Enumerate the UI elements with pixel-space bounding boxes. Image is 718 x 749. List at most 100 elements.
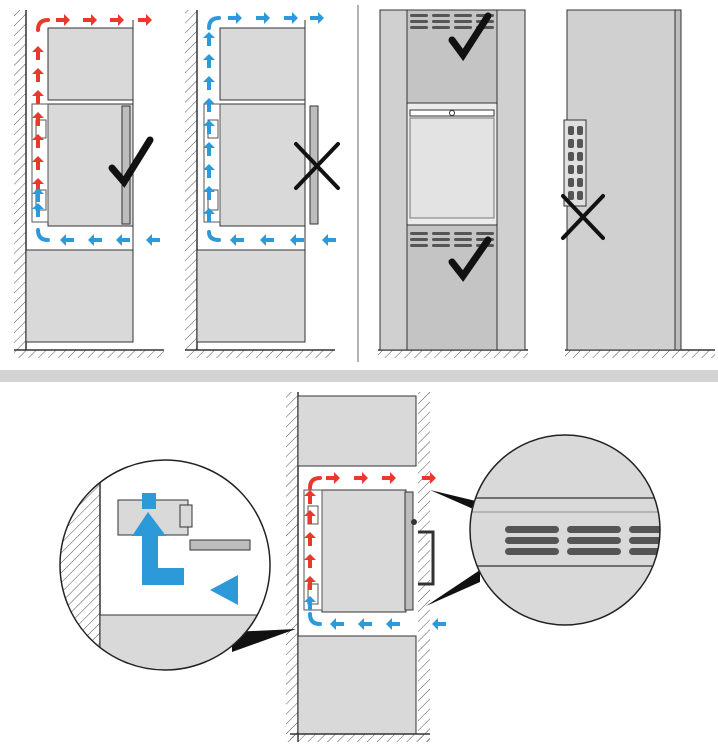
vent-slot [577, 126, 583, 135]
upper-cabinet [297, 395, 417, 467]
airflow-arrow-icon [304, 490, 316, 504]
airflow-corner [207, 16, 221, 30]
cool-air-arrow [132, 512, 184, 585]
vent-slot [410, 20, 428, 23]
airflow-arrow-icon [304, 532, 316, 546]
vent-slot [454, 20, 472, 23]
airflow-arrow-icon [203, 54, 215, 68]
airflow-arrow-icon [228, 12, 242, 24]
airflow-arrow-icon [88, 234, 102, 246]
airflow-arrow-icon [358, 618, 372, 630]
wall-hatch [286, 392, 298, 742]
vent-slot [410, 14, 428, 17]
panel-side-vents-incorrect [561, 9, 715, 358]
wall-hatch [14, 10, 26, 350]
cross-icon [561, 194, 605, 240]
vent-slot [568, 152, 574, 161]
vent-slot [505, 526, 559, 533]
airflow-arrow-icon [203, 76, 215, 90]
vent-slot [577, 178, 583, 187]
airflow-arrow-icon [32, 46, 44, 60]
vent-slot [432, 238, 450, 241]
airflow-arrow-icon [386, 618, 400, 630]
vent-slot [568, 126, 574, 135]
vent-slot [567, 537, 621, 544]
airflow-arrow-icon [203, 120, 215, 134]
airflow-arrow-icon [32, 90, 44, 104]
hot-air-path [304, 472, 436, 590]
side-vent-grille [563, 119, 587, 207]
appliance-rear-frame [303, 489, 323, 611]
vent-slot [629, 548, 660, 555]
magnifier-detail-icon [59, 459, 296, 671]
panel-front-vents-correct [378, 9, 528, 358]
vent-slot [577, 139, 583, 148]
airflow-arrow-icon [110, 14, 124, 26]
airflow-arrow-icon [230, 234, 244, 246]
airflow-corner [36, 228, 50, 242]
cool-air-path [32, 188, 160, 246]
appliance-body [219, 103, 306, 227]
vent-slot [629, 526, 660, 533]
airflow-corner [308, 476, 322, 490]
airflow-arrow-icon [284, 12, 298, 24]
airflow-arrow-icon [354, 472, 368, 484]
floor-hatch [185, 350, 335, 358]
airflow-arrow-icon [32, 188, 44, 202]
vent-slot [432, 20, 450, 23]
check-icon [448, 236, 492, 282]
vent-slot [454, 238, 472, 241]
vent-slot [432, 14, 450, 17]
appliance-body [321, 489, 407, 613]
airflow-arrow-icon [203, 186, 215, 200]
upper-cabinet [47, 27, 134, 101]
check-icon [108, 136, 154, 188]
airflow-arrow-icon [32, 112, 44, 126]
wall-hatch [185, 10, 197, 350]
vent-slots [505, 526, 660, 555]
cool-air-inlet-arrow [210, 575, 238, 605]
airflow-arrow-icon [304, 554, 316, 568]
airflow-arrow-icon [83, 14, 97, 26]
vent-slot [454, 14, 472, 17]
airflow-arrow-icon [203, 98, 215, 112]
vent-slot [454, 232, 472, 235]
airflow-arrow-icon [138, 14, 152, 26]
airflow-arrow-icon [32, 134, 44, 148]
section-band [0, 370, 718, 382]
airflow-arrow-icon [256, 12, 270, 24]
vent-slot [432, 232, 450, 235]
vent-slot [454, 26, 472, 29]
airflow-arrow-icon [422, 472, 436, 484]
airflow-corner [308, 612, 322, 626]
airflow-arrow-icon [116, 234, 130, 246]
floor-hatch [378, 350, 528, 358]
detail-installation [286, 392, 446, 742]
appliance-rear-frame [203, 103, 221, 223]
airflow-arrow-icon [304, 576, 316, 590]
vent-slot [410, 244, 428, 247]
floor-hatch [290, 734, 430, 742]
appliance-door [121, 105, 131, 225]
appliance-handle [418, 530, 435, 586]
vent-slot [577, 165, 583, 174]
airflow-arrow-icon [310, 12, 324, 24]
vent-slot [505, 537, 559, 544]
wall-hatch-right [418, 392, 430, 742]
airflow-arrow-icon [56, 14, 70, 26]
airflow-arrow-icon [32, 68, 44, 82]
floor-hatch [14, 350, 164, 358]
airflow-arrow-icon [60, 234, 74, 246]
airflow-arrow-icon [304, 510, 316, 524]
airflow-arrow-icon [203, 208, 215, 222]
airflow-arrow-icon [304, 596, 316, 610]
vent-slot [432, 244, 450, 247]
airflow-arrow-icon [432, 618, 446, 630]
lower-cabinet [297, 635, 417, 735]
vent-slot [432, 26, 450, 29]
airflow-arrow-icon [32, 156, 44, 170]
vent-slot [568, 178, 574, 187]
cool-air-path [203, 12, 336, 246]
vent-slot [577, 191, 583, 200]
airflow-arrow-icon [146, 234, 160, 246]
